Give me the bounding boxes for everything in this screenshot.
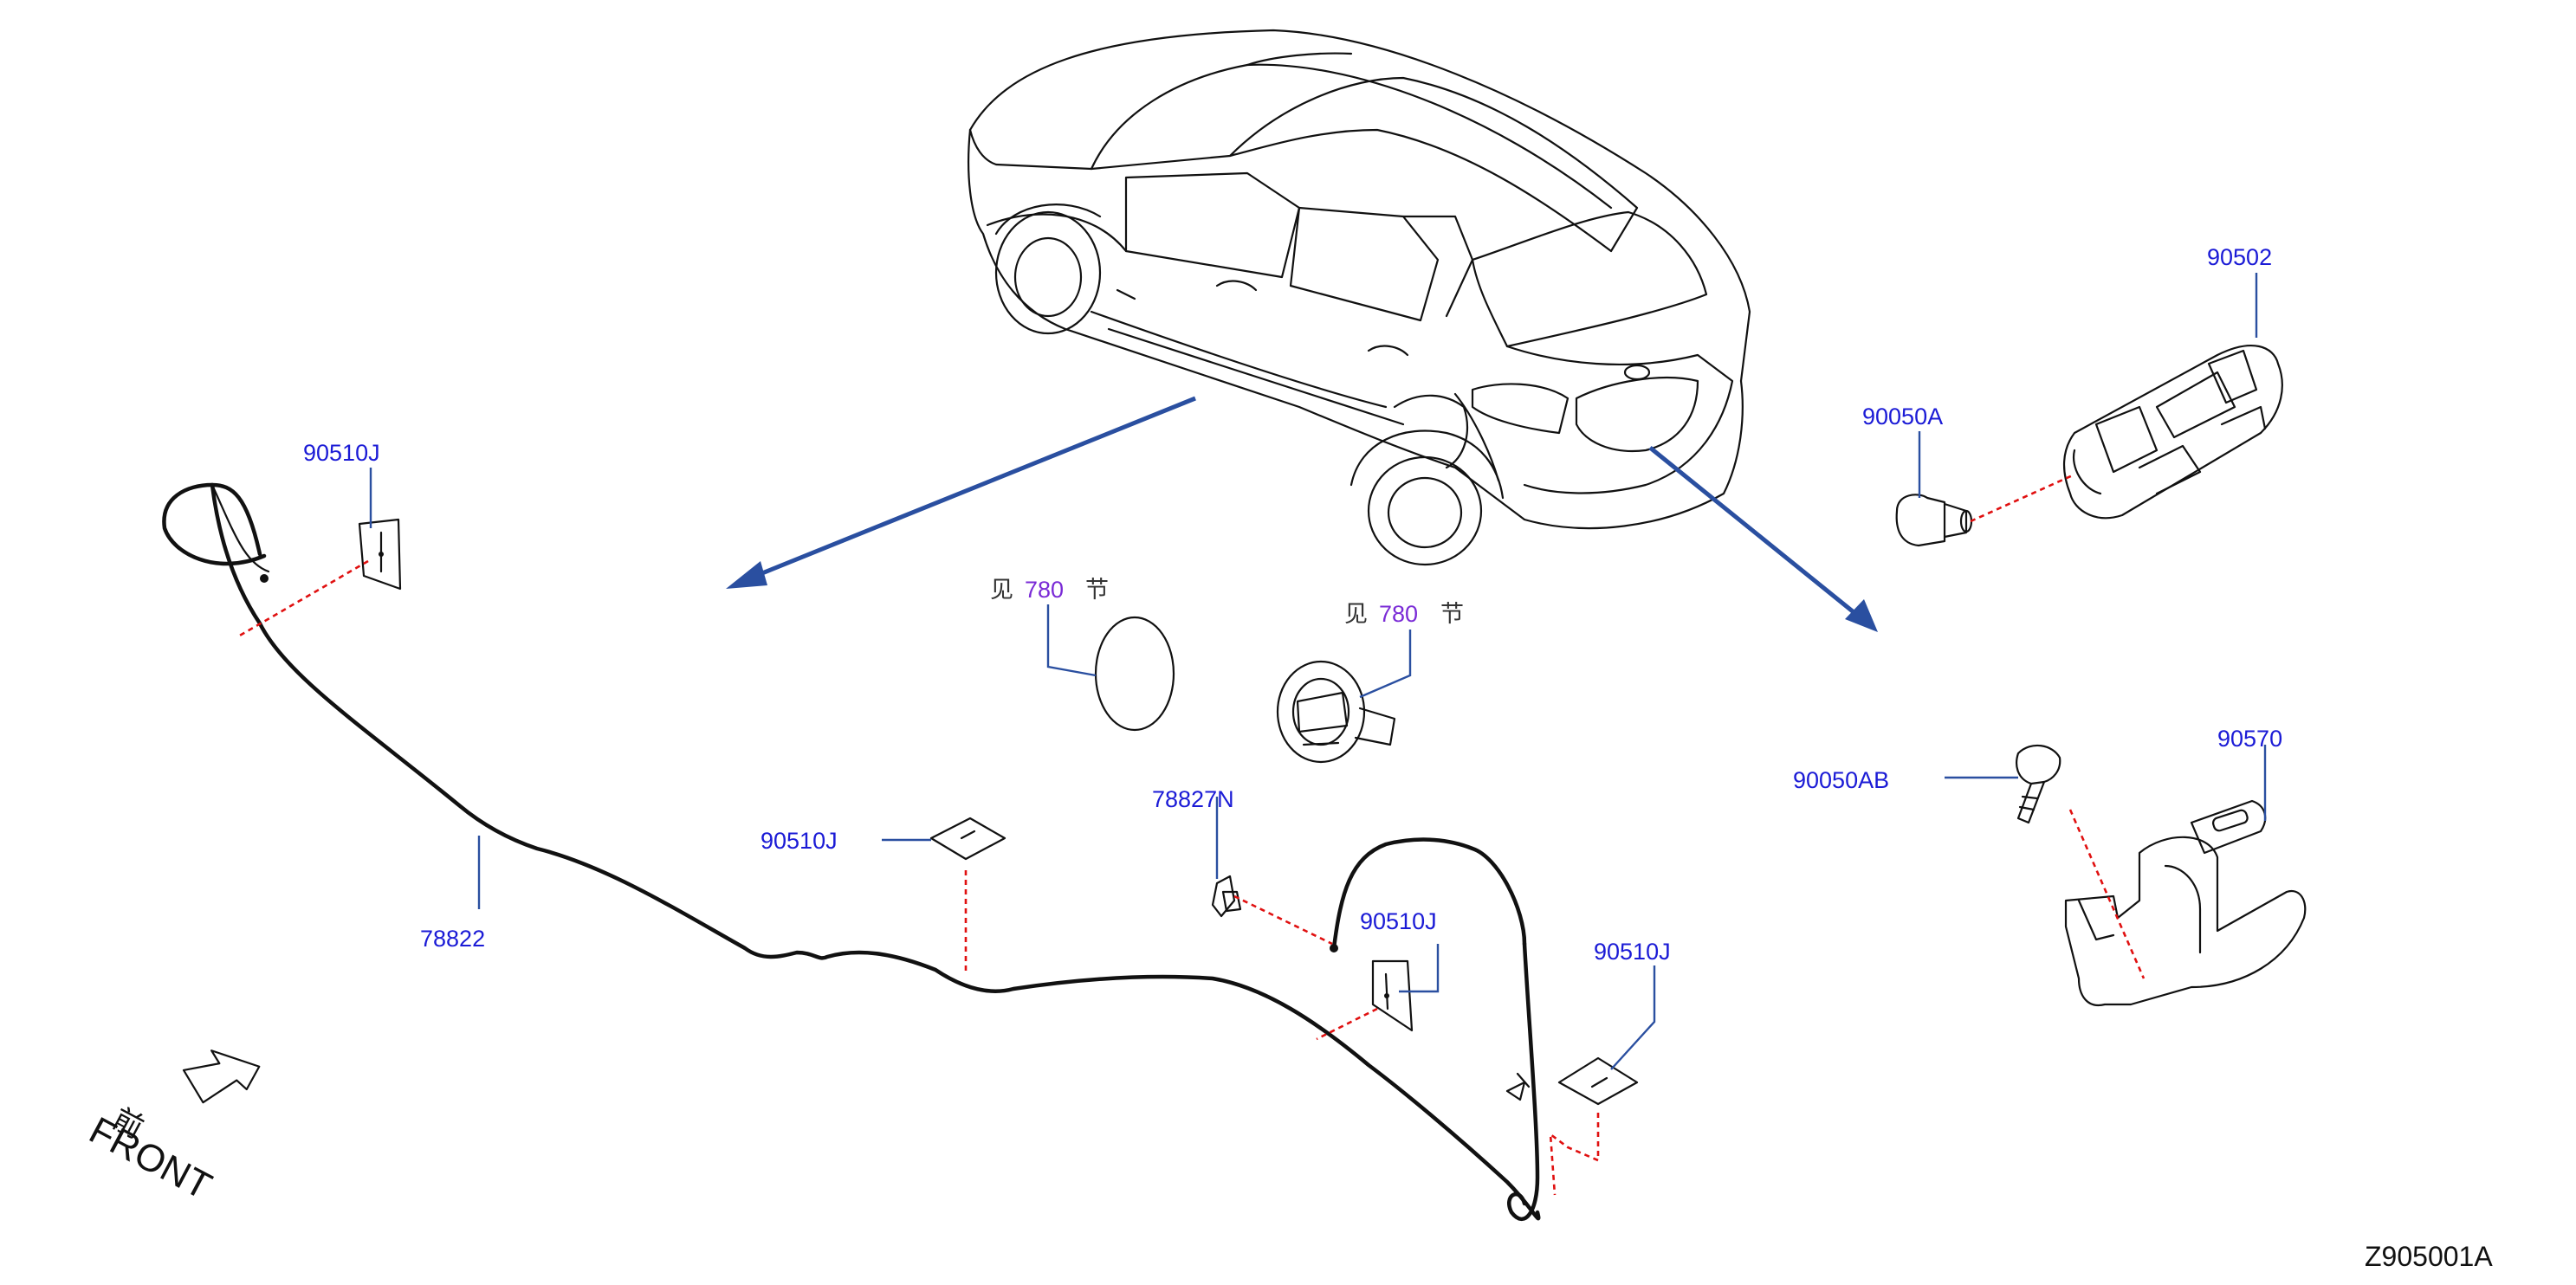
front-arrow-icon [182, 1049, 261, 1104]
holder-78827N [1211, 875, 1242, 918]
clip-90510J-b [929, 817, 1006, 861]
label-90570: 90570 [2217, 726, 2282, 752]
ref-prefix: 见 [990, 577, 1013, 604]
fuel-filler-base [1276, 660, 1396, 764]
leader-lines [369, 273, 2267, 1070]
label-90050A: 90050A [1862, 404, 1943, 429]
fuel-filler-lid [1094, 616, 1175, 732]
clip-90510J-c [1371, 959, 1414, 1032]
arrow-to-cable [744, 396, 1196, 583]
diagram-code: Z905001A [2365, 1241, 2493, 1272]
front-label-en: FRONT [82, 1109, 218, 1208]
arrowhead-left [726, 561, 767, 589]
label-90510J-a: 90510J [303, 440, 380, 466]
label-90050AB: 90050AB [1793, 767, 1889, 793]
bolt-90050A [1895, 494, 1973, 547]
label-78827N: 78827N [1152, 786, 1234, 812]
cable-end [1330, 944, 1338, 952]
ref-suffix: 节 [1440, 601, 1464, 628]
ref-prefix: 见 [1344, 601, 1368, 628]
ref-section-number: 780 [1025, 577, 1064, 603]
arrowhead-right [1845, 599, 1878, 632]
opener-cable-78822 [162, 482, 1541, 1221]
clip-90510J-a [358, 518, 402, 591]
see-section-ref-lid: 见 780 节 [990, 577, 1109, 604]
car-illustration [968, 29, 1751, 566]
label-78822: 78822 [420, 926, 485, 952]
screw-90050AB [2016, 744, 2061, 824]
ref-suffix: 节 [1085, 577, 1109, 604]
label-90510J-d: 90510J [1594, 939, 1671, 965]
ref-section-number: 780 [1379, 601, 1418, 627]
direction-arrows [726, 396, 1878, 632]
bracket-90570 [2064, 799, 2307, 1007]
arrow-to-actuator [1648, 446, 1864, 621]
label-90502: 90502 [2207, 244, 2272, 270]
clip-90510J-d [1557, 1056, 1639, 1106]
part-labels: 90510J 78822 90510J 78827N 90510J 90510J… [303, 244, 2282, 965]
label-90510J-c: 90510J [1360, 908, 1437, 934]
see-section-ref-base: 见 780 节 [1344, 601, 1464, 628]
cable-front-end [260, 574, 269, 583]
front-indicator: 前 FRONT [82, 1049, 261, 1208]
actuator-90502 [2062, 345, 2283, 520]
dashed-links [237, 473, 2146, 1196]
label-90510J-b: 90510J [761, 828, 838, 854]
